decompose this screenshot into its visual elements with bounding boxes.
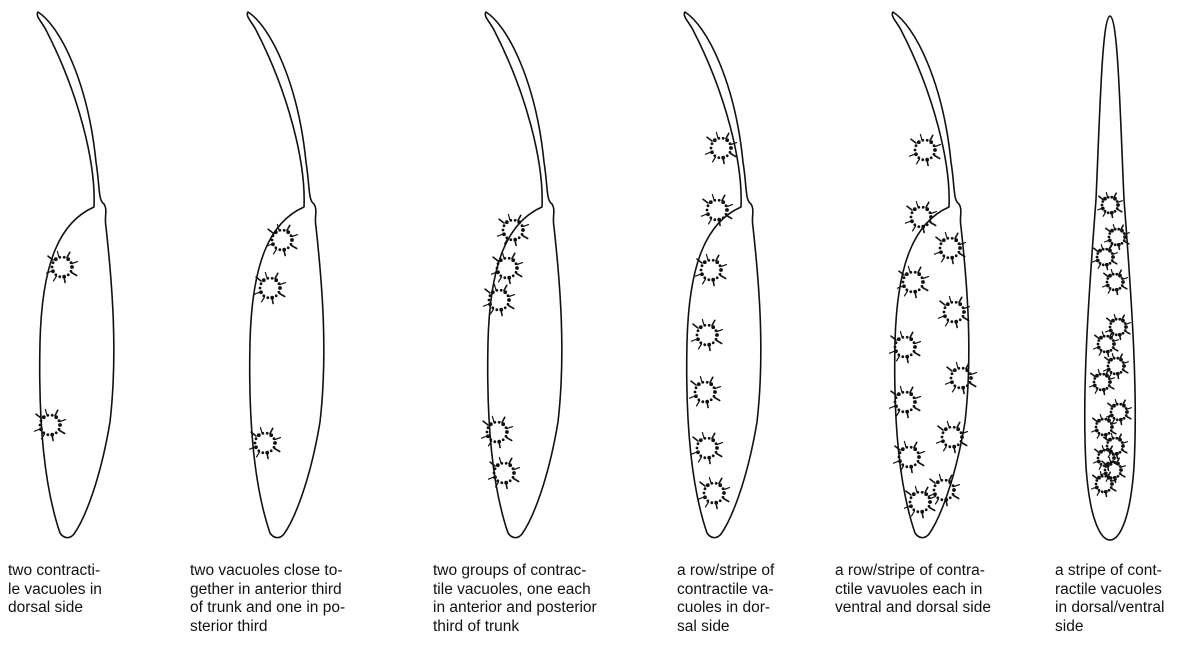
caption-line: third of trunk — [433, 618, 597, 637]
contractile-vacuole — [690, 377, 721, 408]
contractile-vacuole — [906, 202, 937, 233]
caption-line: cuoles in dor- — [677, 599, 774, 618]
contractile-vacuole — [47, 252, 78, 283]
caption-line: two groups of contrac- — [433, 562, 597, 581]
contractile-vacuole — [1098, 193, 1123, 218]
caption-line: two vacuoles close to- — [190, 562, 345, 581]
contractile-vacuole — [696, 255, 727, 286]
caption-line: side — [1055, 618, 1164, 637]
contractile-vacuole — [1094, 332, 1119, 357]
caption-panel-1: two contracti- le vacuoles in dorsal sid… — [8, 562, 102, 618]
contractile-vacuole — [267, 225, 298, 256]
caption-line: a row/stripe of contra- — [835, 562, 991, 581]
caption-line: two contracti- — [8, 562, 102, 581]
caption-line: tile vacuoles, one each — [433, 581, 597, 600]
caption-line: of trunk and one in po- — [190, 599, 345, 618]
caption-panel-6: a stripe of cont- ractile vacuoles in do… — [1055, 562, 1164, 636]
contractile-vacuole — [939, 297, 970, 328]
caption-line: sterior third — [190, 618, 345, 637]
caption-line: in anterior and posterior — [433, 599, 597, 618]
contractile-vacuole — [492, 253, 523, 284]
caption-line: sal side — [677, 618, 774, 637]
caption-line: in dorsal/ventral — [1055, 599, 1164, 618]
contractile-vacuole — [890, 387, 921, 418]
cell-drawings — [35, 12, 1136, 540]
caption-line: a row/stripe of — [677, 562, 774, 581]
cell-outline — [684, 12, 761, 538]
cell-panel-3 — [482, 12, 562, 538]
contractile-vacuole — [702, 195, 733, 226]
cell-panel-4 — [684, 12, 761, 538]
contractile-vacuole — [937, 422, 968, 453]
caption-panel-5: a row/stripe of contra- ctile vavuoles e… — [835, 562, 991, 618]
cell-outline — [247, 12, 324, 538]
caption-line: ctile vavuoles each in — [835, 581, 991, 600]
contractile-vacuole — [706, 133, 737, 164]
caption-line: dorsal side — [8, 599, 102, 618]
caption-line: gether in anterior third — [190, 581, 345, 600]
contractile-vacuole — [898, 267, 929, 298]
contractile-vacuole — [35, 410, 66, 441]
contractile-vacuole — [1106, 315, 1131, 340]
cell-panel-2 — [247, 12, 324, 538]
caption-panel-2: two vacuoles close to- gether in anterio… — [190, 562, 345, 636]
cell-outline — [485, 12, 562, 538]
contractile-vacuole — [699, 478, 730, 509]
caption-line: contractile va- — [677, 581, 774, 600]
caption-panel-4: a row/stripe of contractile va- cuoles i… — [677, 562, 774, 636]
contractile-vacuole — [1103, 270, 1128, 295]
caption-line: a stripe of cont- — [1055, 562, 1164, 581]
contractile-vacuole — [692, 320, 723, 351]
contractile-vacuole — [935, 233, 966, 264]
cell-panel-1 — [35, 12, 114, 538]
contractile-vacuole — [482, 417, 513, 448]
contractile-vacuole — [1092, 472, 1117, 497]
contractile-vacuole — [255, 273, 286, 304]
caption-line: ventral and dorsal side — [835, 599, 991, 618]
contractile-vacuole — [910, 135, 941, 166]
caption-line: le vacuoles in — [8, 581, 102, 600]
contractile-vacuole — [946, 363, 977, 394]
caption-row: two contracti- le vacuoles in dorsal sid… — [0, 562, 1199, 651]
contractile-vacuole — [929, 475, 960, 506]
cell-panel-6 — [1085, 16, 1136, 540]
contractile-vacuole — [484, 285, 515, 316]
cell-panel-5 — [890, 12, 977, 538]
contractile-vacuole — [1093, 245, 1118, 270]
caption-line: ractile vacuoles — [1055, 581, 1164, 600]
caption-panel-3: two groups of contrac- tile vacuoles, on… — [433, 562, 597, 636]
contractile-vacuole — [692, 433, 723, 464]
